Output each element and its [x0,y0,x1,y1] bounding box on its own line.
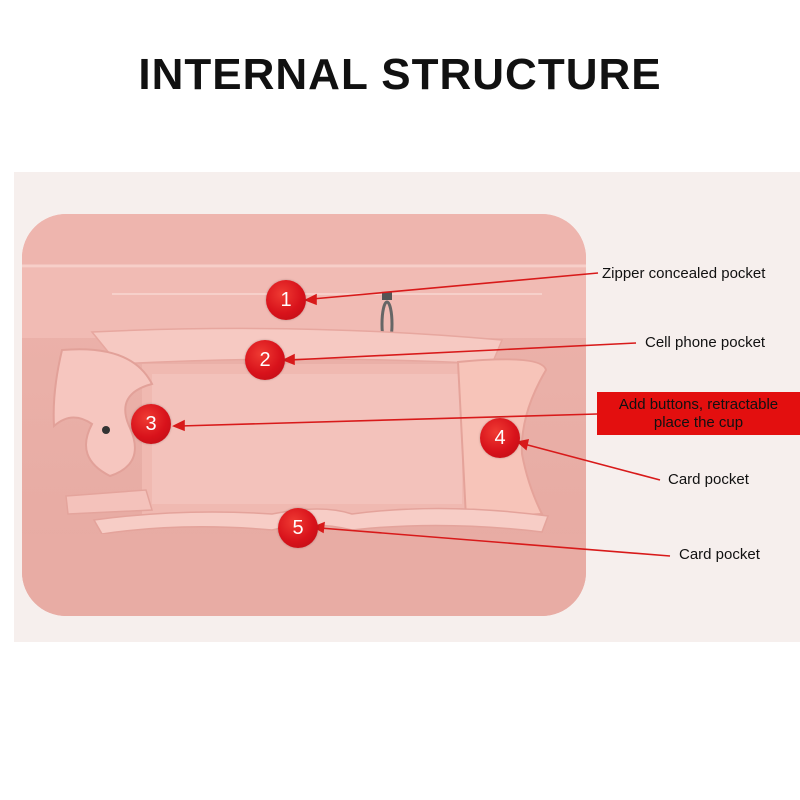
callout-label-3-line2: place the cup [653,414,744,431]
callout-marker-3: 3 [131,404,171,444]
button-icon [102,426,110,434]
callout-label-5: Card pocket [679,546,760,563]
page-title: INTERNAL STRUCTURE [138,50,662,99]
organizer-illustration [22,214,586,616]
callout-label-2: Cell phone pocket [645,334,766,351]
callout-label-3-highlight: Add buttons, retractable place the cup [597,392,800,435]
callout-label-4: Card pocket [668,471,749,488]
callout-marker-1: 1 [266,280,306,320]
callout-marker-4: 4 [480,418,520,458]
callout-label-1: Zipper concealed pocket [602,265,766,282]
bag-organizer-photo [22,214,586,616]
callout-label-3-line1: Add buttons, retractable [618,396,779,413]
callout-marker-5: 5 [278,508,318,548]
callout-marker-2: 2 [245,340,285,380]
